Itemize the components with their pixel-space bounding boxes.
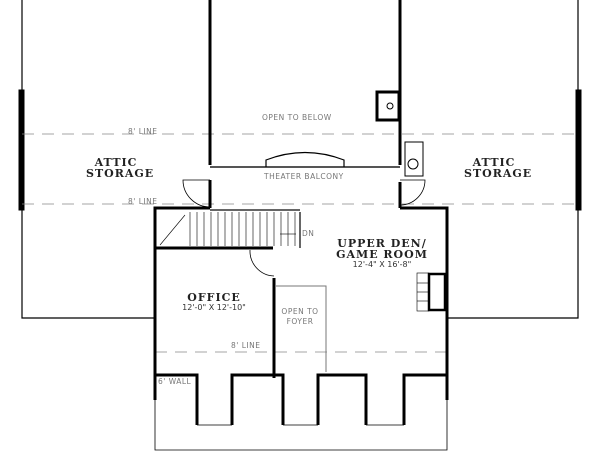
label-line: OPEN TO bbox=[281, 307, 319, 316]
room-name: UPPER DEN/ bbox=[337, 237, 427, 250]
eight-foot-line-label-top: 8' LINE bbox=[128, 127, 158, 136]
attic-right-wall bbox=[575, 89, 582, 211]
eight-foot-line-label-mid: 8' LINE bbox=[128, 197, 158, 206]
lower-right-wall bbox=[400, 206, 449, 400]
balcony-arc bbox=[265, 151, 345, 167]
attic-left-wall bbox=[18, 89, 25, 211]
room-name: ATTIC bbox=[94, 156, 138, 169]
staircase bbox=[159, 209, 301, 248]
upper-den-label: UPPER DEN/ GAME ROOM 12'-4" X 16'-8" bbox=[334, 238, 430, 269]
room-dimensions: 12'-4" X 16'-8" bbox=[352, 260, 412, 269]
fireplace bbox=[416, 272, 447, 312]
room-dimensions: 12'-0" X 12'-10" bbox=[182, 303, 246, 312]
appliance-circle bbox=[407, 158, 419, 170]
office-label: OFFICE 12'-0" X 12'-10" bbox=[176, 292, 252, 312]
attic-door-right bbox=[399, 179, 426, 206]
room-name: STORAGE bbox=[464, 167, 533, 180]
room-name: STORAGE bbox=[86, 167, 155, 180]
open-to-foyer-label: OPEN TO FOYER bbox=[278, 307, 322, 327]
room-name: OFFICE bbox=[187, 291, 241, 304]
room-name: GAME ROOM bbox=[336, 248, 428, 261]
label-line: FOYER bbox=[286, 317, 314, 326]
open-to-foyer-rail bbox=[276, 285, 327, 372]
office-door bbox=[249, 249, 275, 277]
water-heater bbox=[404, 141, 424, 177]
open-to-below-label: OPEN TO BELOW bbox=[262, 113, 332, 122]
stair-down-label: DN bbox=[302, 229, 315, 238]
roof-outline bbox=[154, 400, 448, 451]
attic-storage-right-label: ATTIC STORAGE bbox=[464, 156, 533, 180]
chimney bbox=[375, 90, 401, 122]
lower-left-wall bbox=[153, 206, 210, 400]
theater-balcony-label: THEATER BALCONY bbox=[264, 172, 344, 181]
attic-storage-left-label: ATTIC STORAGE bbox=[86, 156, 155, 180]
flue-icon bbox=[386, 102, 394, 110]
eight-foot-line-label-office: 8' LINE bbox=[231, 341, 261, 350]
room-name: ATTIC bbox=[472, 156, 516, 169]
six-foot-wall-label: 6' WALL bbox=[158, 377, 192, 386]
attic-door-left bbox=[182, 179, 211, 208]
dormer-bays bbox=[155, 373, 447, 426]
